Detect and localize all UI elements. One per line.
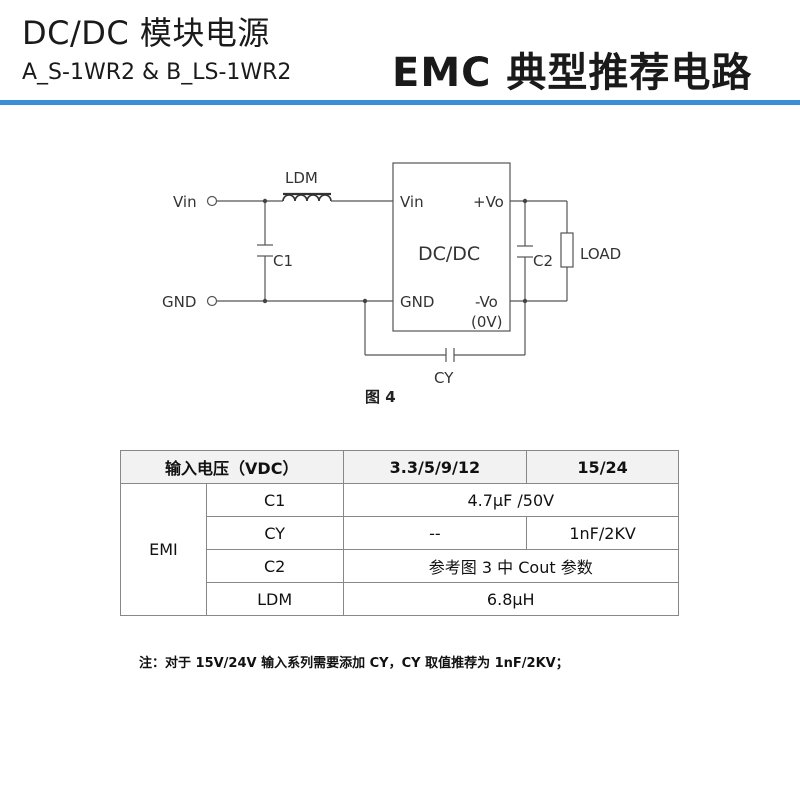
- module-pin-vo-minus: -Vo: [475, 293, 498, 311]
- row-value: 4.7μF /50V: [342, 483, 680, 517]
- gnd-terminal-circle: [206, 295, 218, 307]
- row-value: 6.8μH: [342, 582, 680, 616]
- row-name: C1: [205, 483, 344, 517]
- row-value: 参考图 3 中 Cout 参数: [342, 549, 680, 583]
- table-row: LDM 6.8μH: [121, 582, 680, 616]
- ldm-inductor: [282, 194, 332, 202]
- table-header-row: 输入电压（VDC） 3.3/5/9/12 15/24: [120, 450, 679, 484]
- row-name: CY: [205, 516, 344, 550]
- emc-circuit-diagram: Vin GND LDM C1 Vin GND +Vo -Vo (0V) DC/D…: [162, 162, 621, 387]
- junction-dot: [362, 298, 368, 304]
- header-input-voltage: 输入电压（VDC）: [120, 450, 344, 484]
- load-resistor: [560, 232, 574, 268]
- dcdc-module-box: [392, 162, 511, 332]
- row-name: C2: [205, 549, 344, 583]
- table-row: EMI C1 4.7μF /50V: [120, 483, 680, 616]
- row-value: --: [342, 516, 528, 550]
- table-row: CY -- 1nF/2KV: [121, 516, 679, 550]
- c2-label: C2: [533, 252, 553, 270]
- vin-terminal-label: Vin: [173, 193, 197, 211]
- module-pin-vo-plus: +Vo: [473, 193, 504, 211]
- junction-dot: [262, 298, 268, 304]
- gnd-terminal-label: GND: [162, 293, 196, 311]
- header-col-low-voltage: 3.3/5/9/12: [342, 450, 528, 484]
- ldm-label: LDM: [285, 169, 318, 187]
- module-pin-gnd: GND: [400, 293, 434, 311]
- module-pin-vin: Vin: [400, 193, 424, 211]
- emc-parameter-table: 输入电压（VDC） 3.3/5/9/12 15/24 EMI C1 4.7μF …: [120, 450, 680, 616]
- table-row: C2 参考图 3 中 Cout 参数: [121, 549, 680, 583]
- load-label: LOAD: [580, 245, 621, 263]
- cy-label: CY: [434, 369, 454, 387]
- junction-dot: [522, 198, 528, 204]
- vin-terminal-circle: [206, 195, 218, 207]
- header-divider: [0, 100, 800, 105]
- row-value: 1nF/2KV: [526, 516, 679, 550]
- header-model-numbers: A_S-1WR2 & B_LS-1WR2: [22, 60, 292, 85]
- header-col-high-voltage: 15/24: [526, 450, 679, 484]
- module-pin-vo-minus-sub: (0V): [471, 313, 503, 331]
- header-title: DC/DC 模块电源: [22, 14, 270, 52]
- module-label: DC/DC: [418, 243, 480, 265]
- footnote: 注：对于 15V/24V 输入系列需要添加 CY，CY 取值推荐为 1nF/2K…: [139, 656, 569, 671]
- junction-dot: [522, 298, 528, 304]
- header-section-title: EMC 典型推荐电路: [392, 50, 753, 96]
- row-name: LDM: [205, 582, 344, 616]
- c1-label: C1: [273, 252, 293, 270]
- emi-group-label: EMI: [120, 483, 207, 616]
- junction-dot: [262, 198, 268, 204]
- figure-caption: 图 4: [365, 388, 396, 406]
